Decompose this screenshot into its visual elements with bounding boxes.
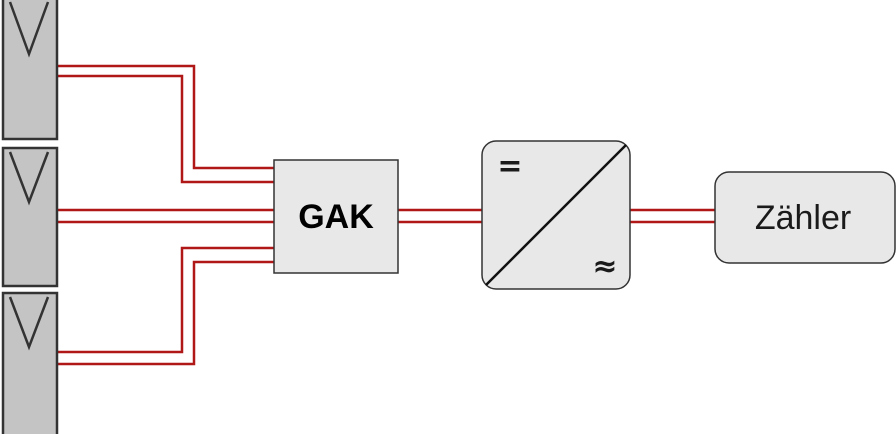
pv-module-3 <box>1 291 59 434</box>
wires <box>58 64 715 366</box>
wire-string-1 <box>58 64 274 184</box>
wire-inverter-meter <box>630 208 715 224</box>
meter-label: Zähler <box>755 199 851 237</box>
wire-string-2 <box>58 208 274 224</box>
combiner-box: GAK <box>273 159 399 274</box>
inverter-diagonal <box>485 144 627 286</box>
wire-string-1-inner <box>58 74 274 184</box>
meter: Zähler <box>714 171 896 264</box>
wire-string-1-outer <box>58 64 274 170</box>
pv-module-1 <box>1 0 59 141</box>
wire-gak-inverter <box>398 208 482 224</box>
wire-string-3 <box>58 246 274 366</box>
combiner-box-label: GAK <box>298 198 374 236</box>
wire-string-3-inner <box>58 260 274 366</box>
wire-string-3-outer <box>58 246 274 354</box>
pv-module-2 <box>1 146 59 288</box>
inverter-dc-symbol: = <box>497 149 522 184</box>
inverter-ac-symbol: ≈ <box>592 249 617 284</box>
inverter: = ≈ <box>481 140 631 290</box>
